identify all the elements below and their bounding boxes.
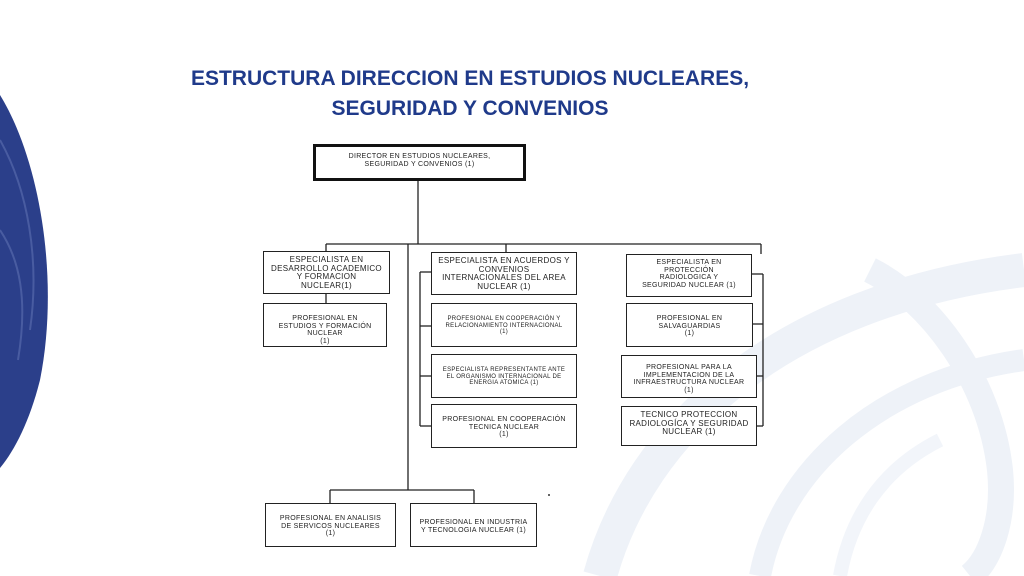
left-arc-line-2 bbox=[0, 229, 24, 361]
org-box-left-item-1: PROFESIONAL EN ESTUDIOS Y FORMACIÓN NUCL… bbox=[263, 303, 387, 347]
title-line-1: ESTRUCTURA DIRECCION EN ESTUDIOS NUCLEAR… bbox=[190, 67, 750, 90]
org-box-center-item-2: ESPECIALISTA REPRESENTANTE ANTE EL ORGAN… bbox=[431, 354, 577, 398]
left-blue-arc bbox=[0, 95, 48, 468]
org-box-center-item-3: PROFESIONAL EN COOPERACIÓN TECNICA NUCLE… bbox=[431, 404, 577, 448]
right-swirl-3 bbox=[863, 258, 1014, 576]
org-box-bottom-1: PROFESIONAL EN ANALISIS DE SERVICOS NUCL… bbox=[265, 503, 396, 547]
org-box-bottom-2: PROFESIONAL EN INDUSTRIA Y TECNOLOGIA NU… bbox=[410, 503, 537, 547]
org-box-right-head: ESPECIALISTA EN PROTECCIÓN RADIOLOGICA Y… bbox=[626, 254, 752, 297]
stray-dot bbox=[548, 494, 550, 496]
right-swirl-4 bbox=[833, 433, 944, 576]
title-line-2: SEGURIDAD Y CONVENIOS bbox=[331, 97, 609, 120]
org-box-center-item-1: PROFESIONAL EN COOPERACIÓN Y RELACIONAMI… bbox=[431, 303, 577, 347]
org-box-right-item-1: PROFESIONAL EN SALVAGUARDIAS (1) bbox=[626, 303, 753, 347]
org-box-center-head: ESPECIALISTA EN ACUERDOS Y CONVENIOS INT… bbox=[431, 252, 577, 295]
org-box-left-head: ESPECIALISTA EN DESARROLLO ACADEMICO Y F… bbox=[263, 251, 390, 294]
org-box-director: DIRECTOR EN ESTUDIOS NUCLEARES, SEGURIDA… bbox=[313, 144, 526, 181]
org-box-right-item-3: TECNICO PROTECCION RADIOLOGÍCA Y SEGURID… bbox=[621, 406, 757, 446]
page-title: ESTRUCTURA DIRECCION EN ESTUDIOS NUCLEAR… bbox=[140, 64, 800, 124]
left-arc-line bbox=[0, 139, 35, 331]
org-box-right-item-2: PROFESIONAL PARA LA IMPLEMENTACION DE LA… bbox=[621, 355, 757, 398]
